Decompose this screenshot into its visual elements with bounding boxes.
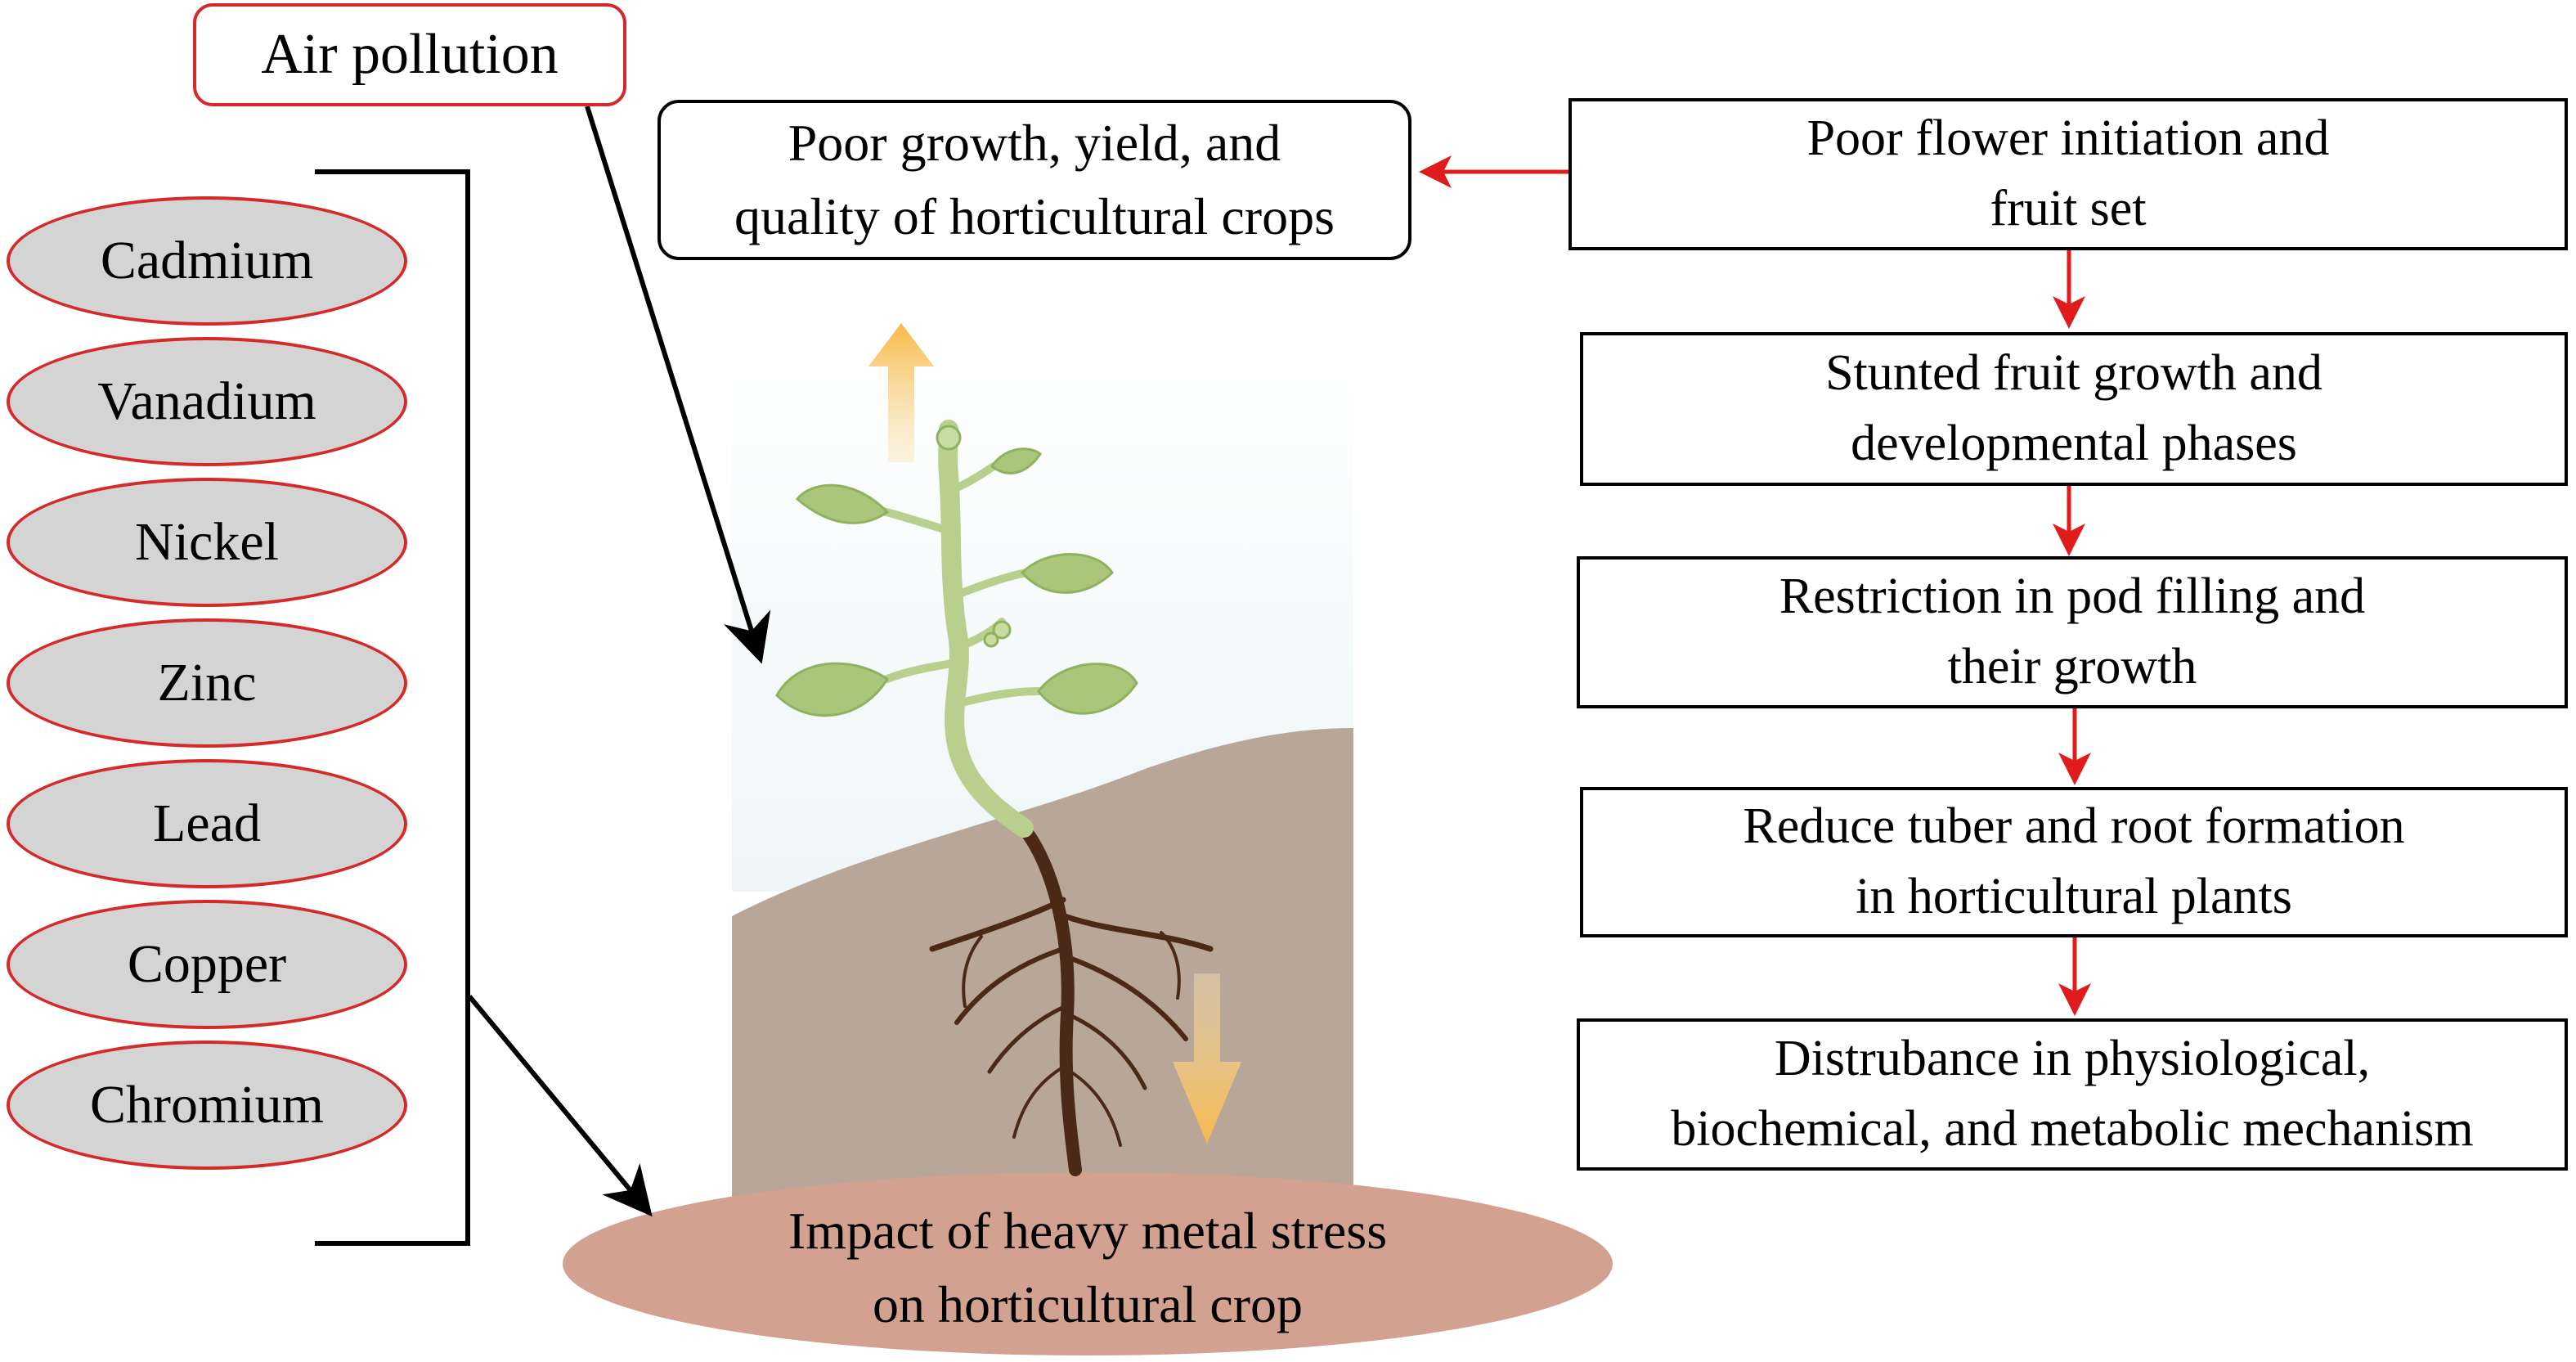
metal-label: Chromium	[89, 1075, 324, 1135]
air-pollution-box: Air pollution	[193, 3, 626, 106]
plant-leaves	[775, 447, 1138, 717]
effect-line: biochemical, and metabolic mechanism	[1671, 1101, 2474, 1157]
effect-line: Stunted fruit growth and	[1825, 345, 2322, 402]
effect-line: Restriction in pod filling and	[1779, 569, 2366, 625]
metal-lead: Lead	[7, 759, 407, 888]
effect-line: Reduce tuber and root formation	[1743, 798, 2405, 855]
metal-label: Copper	[127, 934, 287, 994]
plant-buds	[936, 425, 1012, 648]
effect-line: in horticultural plants	[1856, 869, 2292, 924]
outcome-box: Poor growth, yield, and quality of horti…	[657, 100, 1411, 260]
metals-bracket	[315, 169, 470, 1246]
effect-box-flower: Poor flower initiation and fruit set	[1568, 98, 2568, 250]
plant-roots	[929, 820, 1214, 1176]
metal-label: Vanadium	[97, 371, 316, 431]
base-label: Impact of heavy metal stress on horticul…	[622, 1194, 1554, 1342]
metal-chromium: Chromium	[7, 1041, 407, 1170]
metal-label: Cadmium	[100, 231, 314, 290]
metal-zinc: Zinc	[7, 618, 407, 748]
metal-label: Nickel	[135, 512, 279, 572]
effect-line: Poor flower initiation and	[1806, 110, 2330, 167]
effect-box-fruit: Stunted fruit growth and developmental p…	[1580, 332, 2568, 486]
outcome-line-1: Poor growth, yield, and	[788, 114, 1281, 173]
effect-box-pod: Restriction in pod filling and their gro…	[1577, 556, 2568, 708]
up-arrow	[868, 323, 934, 462]
base-label-line-1: Impact of heavy metal stress	[788, 1202, 1388, 1261]
outcome-line-2: quality of horticultural crops	[734, 187, 1335, 245]
effect-line: Distrubance in physiological,	[1774, 1031, 2371, 1087]
base-ellipse	[563, 1172, 1613, 1355]
plant-stem	[938, 420, 1034, 838]
metal-vanadium: Vanadium	[7, 337, 407, 466]
down-arrow	[1173, 973, 1241, 1144]
effect-box-disturbance: Distrubance in physiological, biochemica…	[1577, 1018, 2568, 1171]
effect-line: their growth	[1947, 639, 2197, 694]
metal-nickel: Nickel	[7, 478, 407, 607]
air-pollution-label: Air pollution	[261, 23, 559, 86]
metal-label: Lead	[153, 793, 261, 853]
metals-impact-arrow	[467, 995, 653, 1217]
metal-copper: Copper	[7, 900, 407, 1029]
base-label-line-2: on horticultural crop	[872, 1275, 1304, 1333]
effect-line: fruit set	[1990, 181, 2147, 236]
air-pollution-arrow	[585, 106, 771, 664]
effect-line: developmental phases	[1851, 416, 2297, 471]
metal-cadmium: Cadmium	[7, 196, 407, 326]
effect-box-tuber: Reduce tuber and root formation in horti…	[1580, 787, 2568, 937]
metal-label: Zinc	[157, 653, 257, 712]
